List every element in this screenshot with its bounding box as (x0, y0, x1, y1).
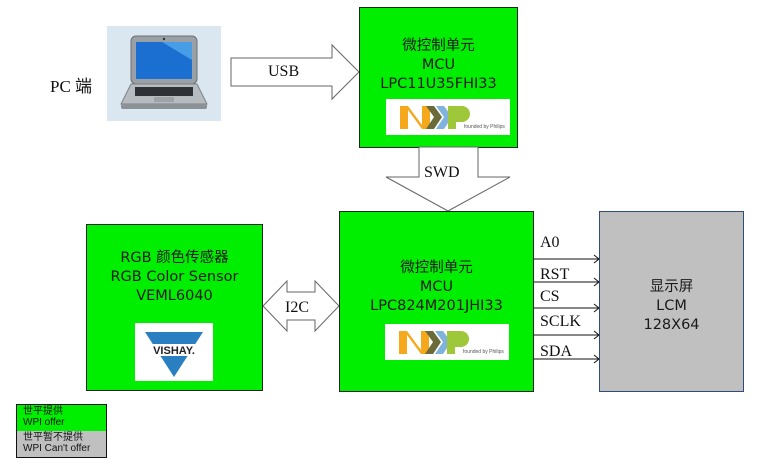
sensor-line1: RGB 颜色传感器 (120, 250, 229, 266)
usb-arrow (230, 43, 360, 101)
i2c-label: I2C (285, 299, 309, 316)
nxp-logo: founded by Philips (385, 324, 509, 360)
legend: 世平提供 WPI offer 世平暂不提供 WPI Can't offer (16, 404, 107, 458)
sensor-line2: RGB Color Sensor (110, 269, 239, 285)
display-line1: 显示屏 (649, 279, 694, 295)
legend-not-offer: 世平暂不提供 WPI Can't offer (17, 431, 106, 457)
pc-label: PC 端 (50, 77, 93, 96)
legend-offer-cn: 世平提供 (23, 406, 63, 417)
signal-sda: SDA (540, 343, 573, 360)
nxp-logo: founded by Philips (386, 99, 510, 135)
mcu-top-line1: 微控制单元 (402, 38, 475, 54)
display-block: 显示屏 LCM 128X64 (599, 211, 744, 392)
display-line3: 128X64 (643, 317, 700, 333)
mcu-main-line3: LPC824M201JHI33 (370, 298, 503, 314)
mcu-top-line2: MCU (421, 57, 456, 73)
swd-label: SWD (424, 164, 460, 181)
sensor-block: RGB 颜色传感器 RGB Color Sensor VEML6040 VISH… (86, 224, 263, 391)
display-line2: LCM (656, 298, 687, 314)
signal-cs: CS (540, 288, 560, 305)
signal-a0: A0 (540, 234, 560, 251)
svg-text:founded by Philips: founded by Philips (463, 349, 504, 355)
svg-text:VISHAY.: VISHAY. (153, 345, 195, 357)
swd-arrow (385, 146, 511, 212)
mcu-main-line2: MCU (419, 279, 454, 295)
mcu-top-block: 微控制单元 MCU LPC11U35FHI33 founded by Phili… (359, 7, 518, 148)
legend-not-offer-cn: 世平暂不提供 (23, 432, 83, 443)
legend-offer-en: WPI offer (23, 417, 65, 428)
mcu-top-line3: LPC11U35FHI33 (380, 76, 497, 92)
signal-sclk: SCLK (540, 313, 581, 330)
laptop-icon (107, 26, 221, 121)
mcu-main-block: 微控制单元 MCU LPC824M201JHI33 founded by Phi… (339, 211, 534, 392)
usb-label: USB (268, 63, 300, 80)
legend-offer: 世平提供 WPI offer (17, 405, 106, 431)
svg-text:founded by Philips: founded by Philips (464, 124, 505, 130)
signal-rst: RST (540, 266, 570, 283)
vishay-logo: VISHAY. (135, 323, 213, 381)
sensor-line3: VEML6040 (136, 288, 213, 304)
mcu-main-line1: 微控制单元 (400, 260, 473, 276)
legend-not-offer-en: WPI Can't offer (23, 443, 91, 454)
